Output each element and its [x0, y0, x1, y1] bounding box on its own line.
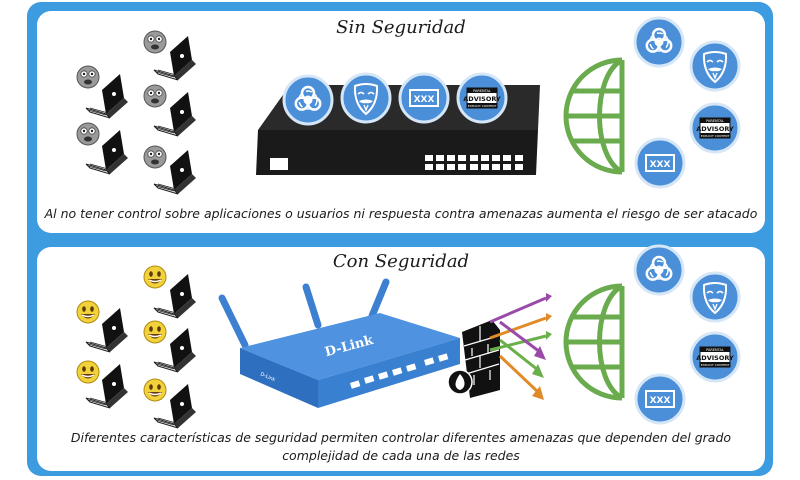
user-laptop	[143, 30, 197, 81]
firewall-icon	[447, 320, 500, 398]
svg-text:EXPLICIT CONTENT: EXPLICIT CONTENT	[468, 104, 497, 108]
parental-advisory-icon: PARENTAL ADVISORY EXPLICIT CONTENT	[689, 331, 741, 383]
threat-arrows	[489, 293, 552, 400]
biohazard-icon	[633, 244, 685, 296]
svg-text:XXX: XXX	[414, 95, 435, 105]
panel-caption-line1: Diferentes características de seguridad …	[70, 430, 732, 445]
user-laptop	[76, 360, 129, 409]
svg-text:ADVISORY: ADVISORY	[696, 354, 734, 362]
svg-text:ADVISORY: ADVISORY	[463, 95, 501, 103]
user-laptop	[76, 122, 129, 175]
svg-text:XXX: XXX	[650, 160, 671, 170]
xxx-badge-icon: XXX	[634, 373, 686, 425]
panel-caption-line2: complejidad de cada una de las redes	[282, 448, 520, 463]
svg-text:PARENTAL: PARENTAL	[706, 348, 724, 352]
anonymous-mask-icon	[689, 271, 741, 323]
anonymous-mask-icon	[689, 40, 741, 92]
biohazard-icon	[282, 74, 334, 126]
parental-advisory-icon: PARENTAL ADVISORY EXPLICIT CONTENT	[689, 102, 741, 154]
anonymous-mask-icon	[340, 72, 392, 124]
user-laptop	[143, 378, 197, 429]
xxx-badge-icon: XXX	[634, 137, 686, 189]
user-laptop	[143, 145, 197, 195]
panel-caption: Al no tener control sobre aplicaciones o…	[44, 206, 758, 221]
user-laptop	[143, 320, 197, 373]
svg-text:PARENTAL: PARENTAL	[706, 119, 724, 123]
user-laptop	[76, 65, 129, 119]
user-laptop	[143, 84, 197, 137]
panel-title: Sin Seguridad	[336, 17, 466, 38]
xxx-badge-icon: XXX	[398, 72, 450, 124]
parental-advisory-icon: PARENTAL ADVISORY EXPLICIT CONTENT	[456, 72, 508, 124]
biohazard-icon	[633, 16, 685, 68]
svg-text:ADVISORY: ADVISORY	[696, 125, 734, 133]
internet-globe-icon	[566, 286, 622, 398]
dlink-router: D-Link D-Link	[218, 278, 460, 408]
svg-text:EXPLICIT CONTENT: EXPLICIT CONTENT	[701, 134, 730, 138]
user-laptop	[76, 300, 129, 353]
internet-globe-icon	[566, 60, 622, 172]
panel-title: Con Seguridad	[332, 251, 470, 272]
svg-text:XXX: XXX	[650, 396, 671, 406]
svg-text:EXPLICIT CONTENT: EXPLICIT CONTENT	[701, 363, 730, 367]
svg-text:D-Link: D-Link	[259, 371, 276, 383]
svg-text:PARENTAL: PARENTAL	[473, 89, 491, 93]
user-laptop	[143, 265, 197, 319]
